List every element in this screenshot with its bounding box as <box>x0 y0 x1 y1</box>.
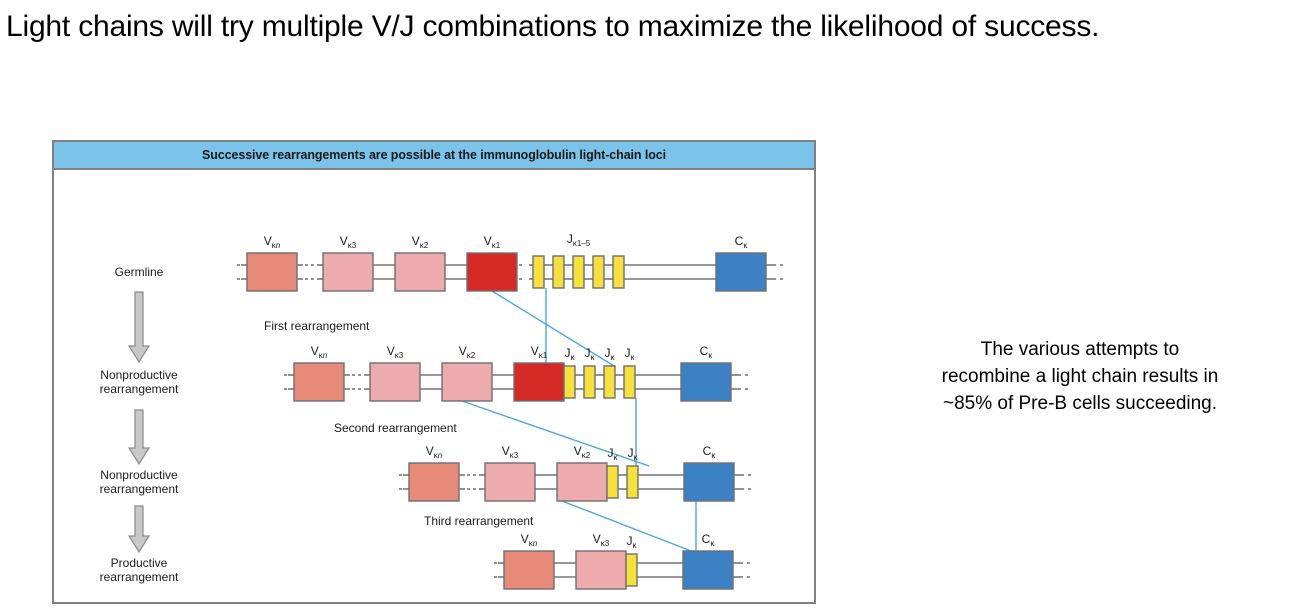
j-segment-box <box>592 255 605 289</box>
v-join-connector-line <box>461 400 650 467</box>
stage-arrow <box>127 291 151 364</box>
side-caption: The various attempts to recombine a ligh… <box>880 336 1280 417</box>
segment-label: Cκ <box>703 444 717 460</box>
segment-label: Jκ <box>608 446 619 462</box>
j-segment-box <box>612 255 625 289</box>
j-segment-box <box>572 255 585 289</box>
stage-label: Productive <box>111 556 168 570</box>
c-segment-box <box>682 550 734 590</box>
v-segment-box <box>484 462 536 502</box>
v-join-connector-line <box>491 290 615 367</box>
stage-label: Nonproductive <box>100 368 178 382</box>
v-segment-box <box>408 462 460 502</box>
figure-banner-title: Successive rearrangements are possible a… <box>202 148 666 162</box>
slide-title: Light chains will try multiple V/J combi… <box>6 10 1100 43</box>
segment-label: Cκ <box>702 532 716 548</box>
side-caption-line-1: The various attempts to <box>980 339 1180 360</box>
segment-label: Jκ <box>605 346 616 362</box>
v-segment-box <box>322 252 374 292</box>
step-label: First rearrangement <box>264 319 370 333</box>
v-segment-box <box>513 362 565 402</box>
j-segment-box <box>606 465 619 499</box>
segment-label: Vκ3 <box>502 444 519 460</box>
c-segment-box <box>715 252 767 292</box>
j-segment-box <box>623 365 636 399</box>
j-segment-box <box>603 365 616 399</box>
j-segment-box <box>583 365 596 399</box>
figure-panel: Successive rearrangements are possible a… <box>52 140 816 604</box>
segment-label: Vκn <box>426 444 443 460</box>
germline-row: Vκn Vκ3 Vκ2 Vκ1 Jκ1–5 Cκ <box>237 232 783 292</box>
stage-label: rearrangement <box>100 570 179 584</box>
stage-label: Germline <box>115 265 164 279</box>
segment-label: Vκ2 <box>459 344 476 360</box>
stage-column: GermlineNonproductiverearrangementNonpro… <box>100 265 179 584</box>
segment-label: Jκ <box>565 346 576 362</box>
c-segment-box <box>683 462 735 502</box>
v-segment-box <box>503 550 555 590</box>
j-segment-box <box>563 365 576 399</box>
j-segment-box <box>626 465 639 499</box>
stage-label: rearrangement <box>100 482 179 496</box>
stage-arrow <box>127 505 151 554</box>
step-label: Second rearrangement <box>334 421 457 435</box>
segment-label: Jκ <box>628 446 639 462</box>
stage-arrow <box>127 409 151 466</box>
connector-lines-group <box>461 288 700 555</box>
stage-label: Nonproductive <box>100 468 178 482</box>
segment-label: Cκ <box>700 344 714 360</box>
segment-label: Vκ3 <box>387 344 404 360</box>
segment-label: Vκ1 <box>484 234 501 250</box>
v-segment-box <box>575 550 627 590</box>
c-segment-box <box>680 362 732 402</box>
v-segment-box <box>293 362 345 402</box>
side-caption-line-2: recombine a light chain results in <box>941 366 1219 387</box>
segment-label: Jκ1–5 <box>567 232 591 248</box>
first-rearrangement-row: Vκn Vκ3 Vκ2 Vκ1 Jκ Jκ Jκ Jκ Cκ <box>284 344 748 402</box>
side-caption-line-3: ~85% of Pre-B cells succeeding. <box>942 393 1218 414</box>
segment-label: Vκ3 <box>593 532 610 548</box>
arrow-column <box>127 291 151 554</box>
step-label: Third rearrangement <box>424 514 534 528</box>
segment-label: Vκn <box>311 344 328 360</box>
rearrangement-diagram-svg: GermlineNonproductiverearrangementNonpro… <box>100 232 783 590</box>
j-segment-box <box>625 553 638 587</box>
segment-label: Cκ <box>735 234 749 250</box>
segment-label: Vκ3 <box>340 234 357 250</box>
v-segment-box <box>246 252 298 292</box>
j-segment-box <box>532 255 545 289</box>
v-segment-box <box>369 362 421 402</box>
segment-label: Vκ2 <box>574 444 591 460</box>
segment-label: Vκn <box>521 532 538 548</box>
v-join-connector-line <box>561 500 700 555</box>
segment-label: Vκ1 <box>531 344 548 360</box>
segment-label: Jκ <box>625 346 636 362</box>
third-rearrangement-row: Vκn Vκ3 Jκ Cκ <box>494 532 750 590</box>
stage-label: rearrangement <box>100 382 179 396</box>
v-segment-box <box>441 362 493 402</box>
segment-label: Vκ2 <box>412 234 429 250</box>
segment-label: Jκ <box>585 346 596 362</box>
segment-label: Vκn <box>264 234 281 250</box>
v-segment-box <box>394 252 446 292</box>
segment-label: Jκ <box>627 534 638 550</box>
j-segment-box <box>552 255 565 289</box>
second-rearrangement-row: Vκn Vκ3 Vκ2 Jκ Jκ Cκ <box>399 444 751 502</box>
v-segment-box <box>556 462 608 502</box>
figure-banner: Successive rearrangements are possible a… <box>54 142 814 170</box>
v-segment-box <box>466 252 518 292</box>
